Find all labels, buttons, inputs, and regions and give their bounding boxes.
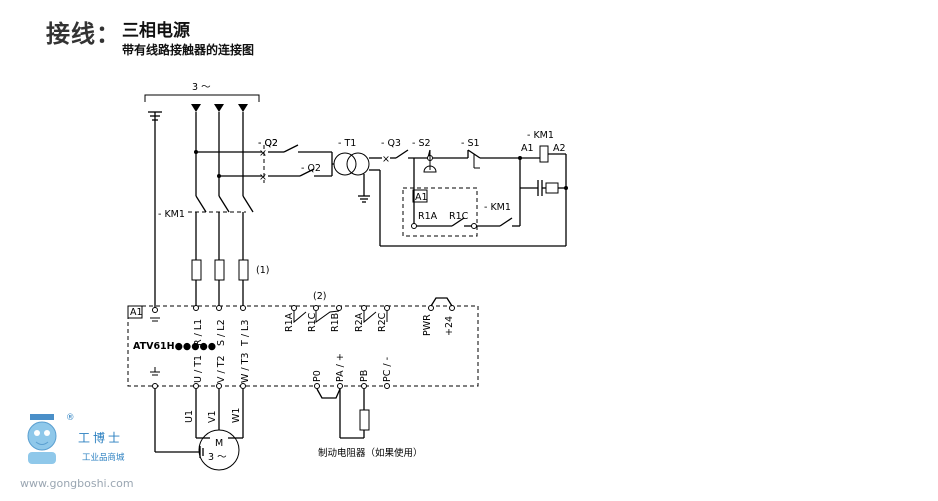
- control-supply: - Q2 - Q2 - Q2 × × - T1: [258, 138, 566, 247]
- motor-wire-v1: V1: [207, 410, 218, 423]
- motor-wire-w1: W1: [231, 408, 242, 423]
- terminal-u-t1: U / T1: [193, 355, 204, 383]
- r1c-box-label: R1C: [449, 211, 469, 222]
- watermark-tagline: 工业品商城: [82, 452, 125, 463]
- a1-label: A1: [521, 143, 534, 154]
- brake-resistor: 制动电阻器（如果使用）: [316, 388, 423, 459]
- svg-text:×: ×: [382, 154, 390, 165]
- s2-label: - S2: [412, 138, 431, 149]
- s1-label: - S1: [461, 138, 480, 149]
- drive-box-label: A1: [130, 307, 143, 318]
- svg-text:×: ×: [259, 148, 267, 159]
- supply-bracket: 3 ～: [144, 82, 260, 102]
- km1-coil-label: - KM1: [527, 130, 554, 141]
- terminal-r2c: R2C: [377, 312, 388, 332]
- motor-wiring: U1 V1 W1 M 3 ～: [154, 389, 244, 471]
- supply-label: 3 ～: [192, 82, 211, 93]
- terminal-plus24: +24: [444, 316, 455, 336]
- motor-wire-u1: U1: [184, 410, 195, 423]
- phase-arrows: [191, 104, 248, 112]
- t1-label: - T1: [338, 138, 356, 149]
- terminal-r1a: R1A: [284, 312, 295, 332]
- phase-lines: [194, 112, 262, 196]
- note2-label: (2): [313, 291, 326, 302]
- terminal-s-l2: S / L2: [216, 319, 227, 346]
- drive-box: A1 ATV61H●●●●● R / L1 S / L2 T / L3 (2): [127, 291, 479, 389]
- terminal-pwr: PWR: [422, 314, 433, 336]
- watermark: 工博士 工业品商城 ® www.gongboshi.com: [20, 413, 134, 490]
- line-fuses: (1): [191, 259, 269, 306]
- terminal-t-l3: T / L3: [240, 320, 251, 347]
- q3-label: - Q3: [381, 138, 401, 149]
- earth-line: [148, 111, 162, 310]
- km1-aux-label: - KM1: [484, 202, 511, 213]
- terminal-v-t2: V / T2: [216, 355, 227, 383]
- heading-three-phase: 三相电源: [122, 21, 190, 41]
- terminal-r2a: R2A: [354, 312, 365, 332]
- control-circuit: - Q3 × - S2 - S1 - KM1 A1 A2: [381, 130, 568, 246]
- q2b-label: - Q2: [301, 163, 321, 174]
- motor-m: M: [215, 438, 223, 449]
- terminal-pc: PC / -: [382, 357, 393, 382]
- diagram-subtitle: 带有线路接触器的连接图: [122, 43, 255, 57]
- terminal-r-l1: R / L1: [193, 319, 204, 346]
- watermark-url: www.gongboshi.com: [20, 477, 134, 490]
- terminal-pa: PA / +: [335, 353, 346, 382]
- terminal-pb: PB: [359, 370, 370, 382]
- relay-box-label: A1: [415, 192, 428, 203]
- a2-label: A2: [553, 143, 566, 154]
- km1-main-contacts: - KM1: [158, 195, 254, 260]
- q2-label: - Q2: [258, 138, 278, 149]
- terminal-p0: P0: [312, 370, 323, 382]
- svg-text:×: ×: [259, 172, 267, 183]
- r1a-box-label: R1A: [418, 211, 438, 222]
- watermark-registered: ®: [66, 413, 75, 423]
- km1-main-label: - KM1: [158, 209, 185, 220]
- drive-model: ATV61H●●●●●: [133, 341, 216, 352]
- terminal-r1b: R1B: [330, 313, 341, 332]
- watermark-brand: 工博士: [78, 430, 123, 445]
- motor-phase: 3 ～: [208, 452, 227, 463]
- q2-label: - Q2: [258, 138, 278, 149]
- terminal-w-t3: W / T3: [240, 353, 251, 383]
- brake-resistor-label: 制动电阻器（如果使用）: [318, 447, 423, 459]
- heading-wiring: 接线：: [46, 20, 121, 48]
- note1-label: (1): [256, 265, 269, 276]
- terminal-r1c: R1C: [307, 312, 318, 332]
